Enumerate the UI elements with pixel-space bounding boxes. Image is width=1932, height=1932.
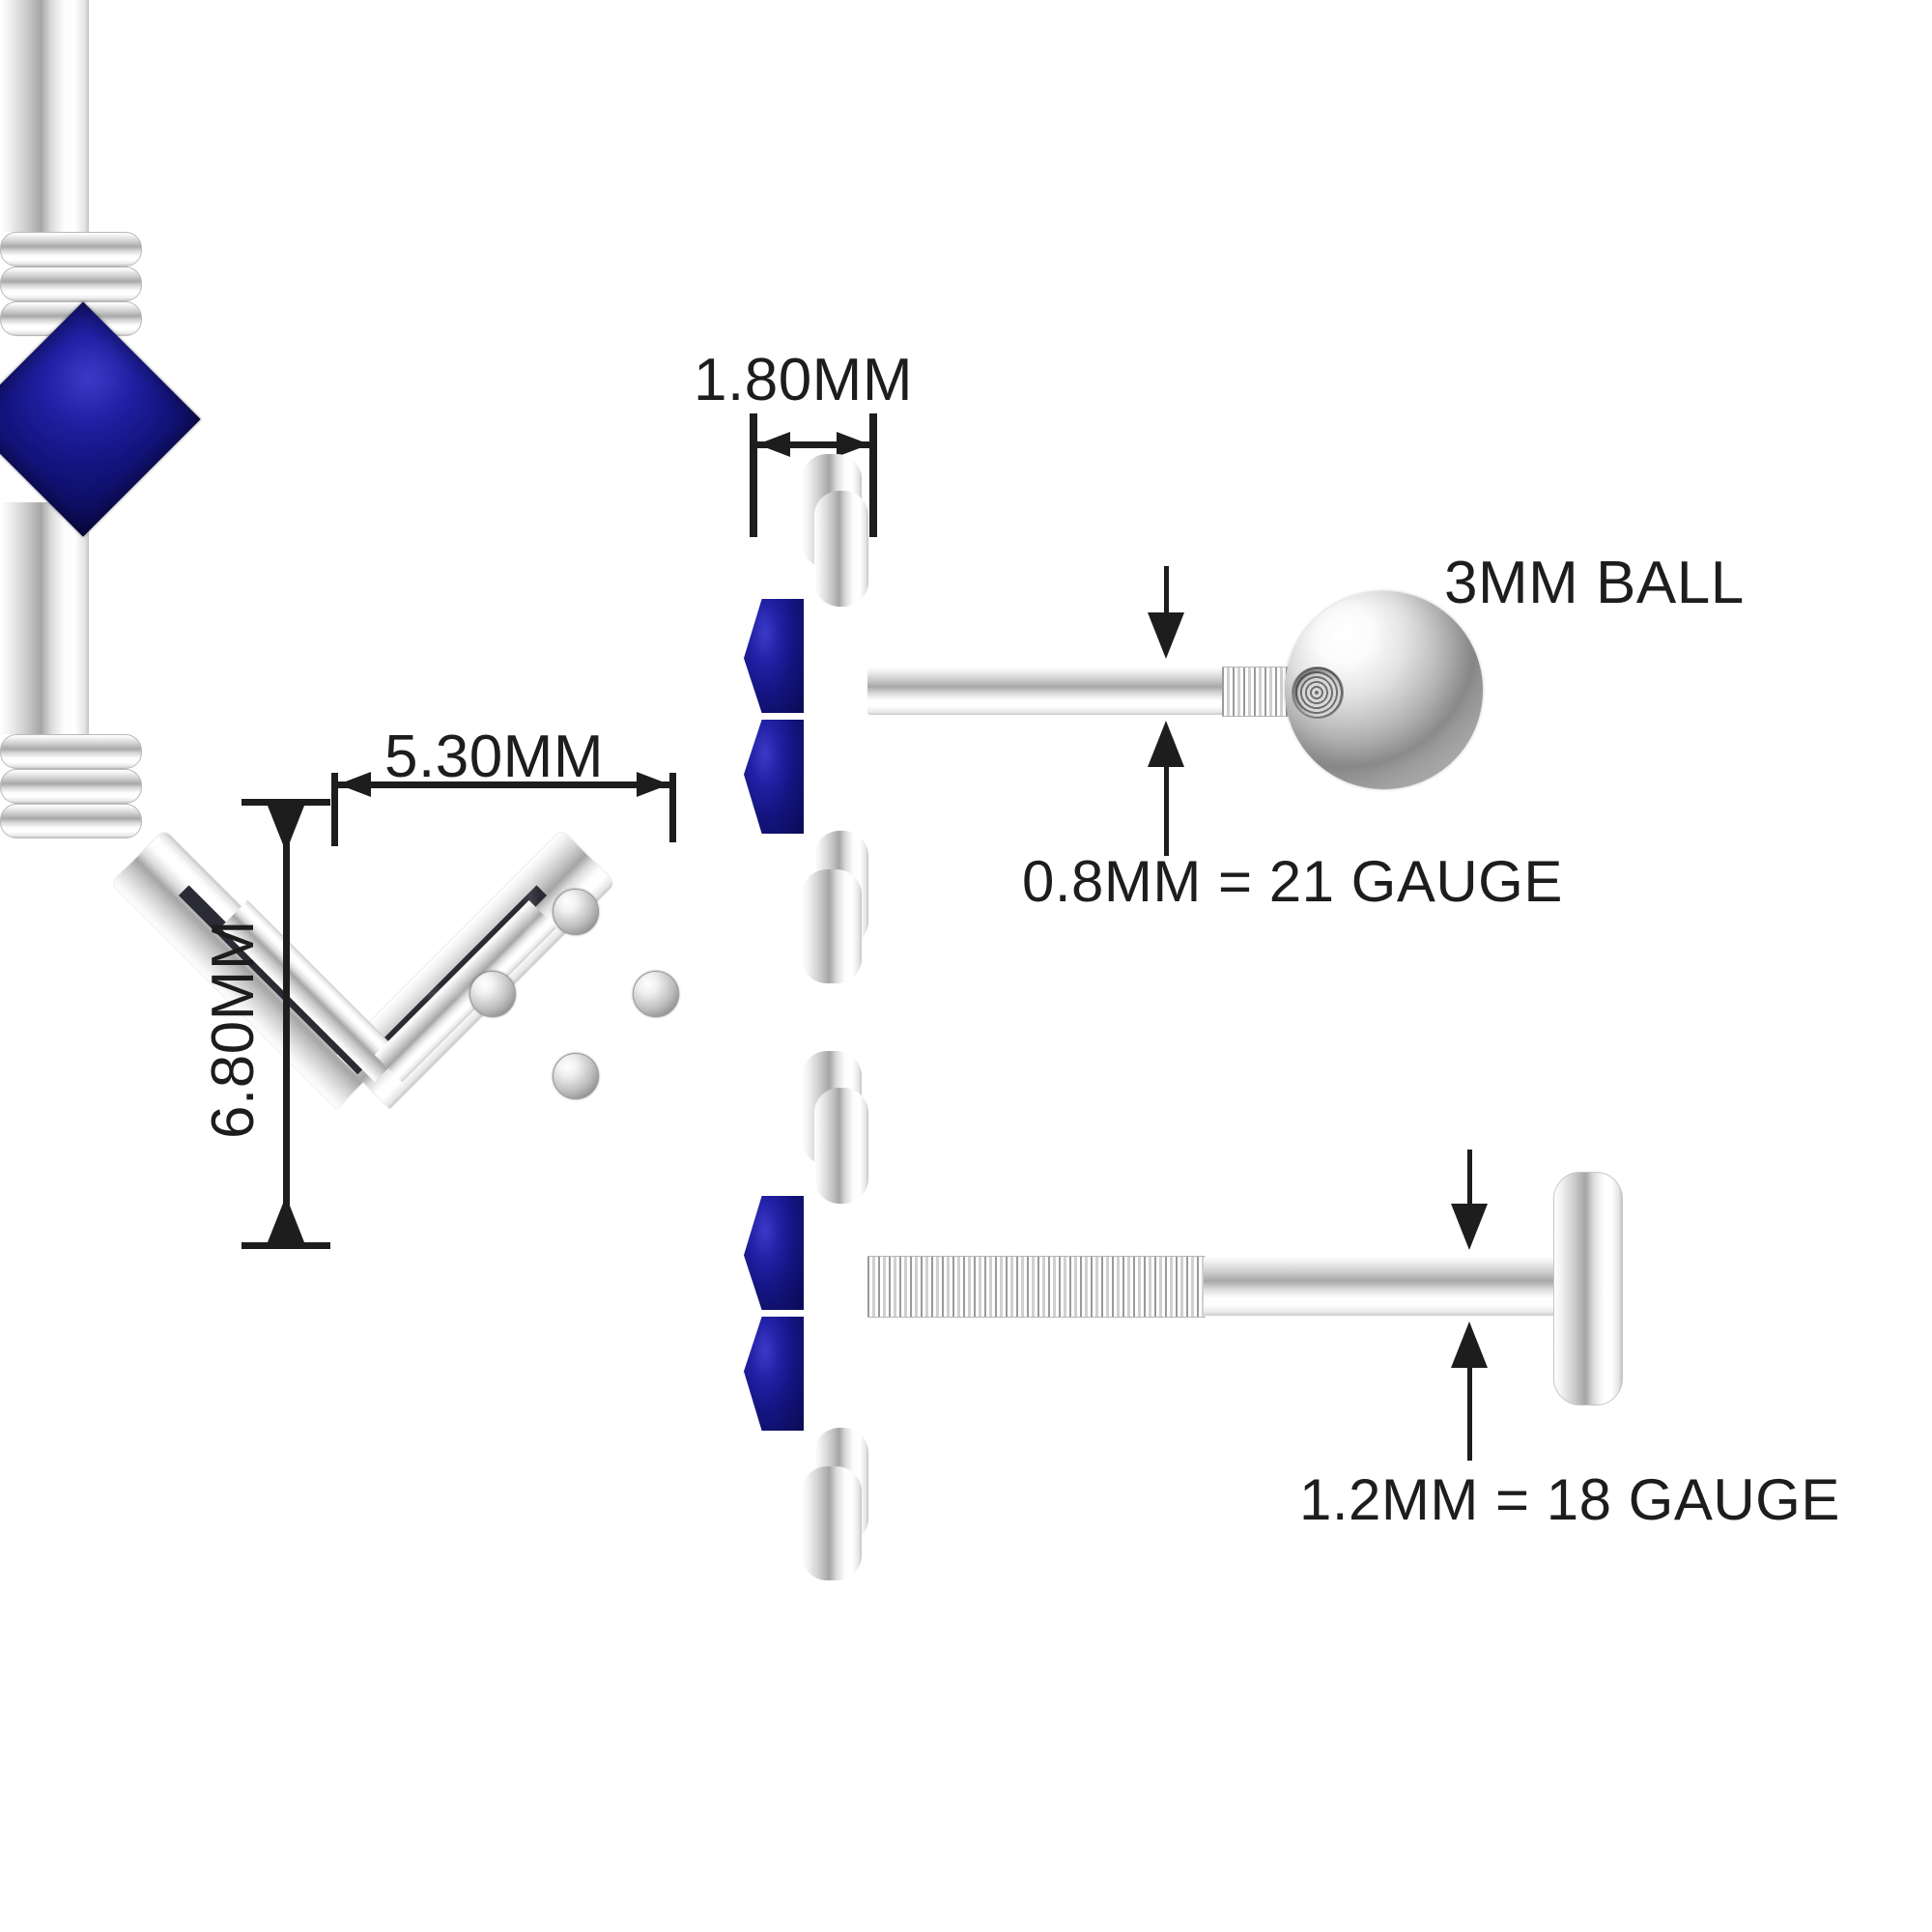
chevron-height-arrow-up-bottom	[268, 1196, 304, 1242]
dimension-label-lower-post-gauge: 1.2MM = 18 GAUGE	[1299, 1467, 1840, 1532]
chevron-arm-bottom-outer-2	[802, 1466, 862, 1580]
prong-bar-middle-2	[0, 769, 142, 804]
chevron-width-dim-line	[338, 781, 669, 788]
prong-right	[633, 971, 679, 1017]
dimension-label-chevron-width: 5.30MM	[384, 724, 604, 790]
chevron-width-ext-right	[669, 773, 676, 842]
gemstone-facet-lines	[414, 873, 650, 1109]
gauge-leader-bottom	[1164, 767, 1169, 856]
chevron-width-arrow-right	[637, 772, 669, 797]
prong-bar-top	[0, 232, 142, 267]
gauge-arrow-down	[1148, 612, 1184, 659]
chevron-height-ext-bottom	[242, 1242, 330, 1249]
callout-label-ball: 3MM BALL	[1444, 550, 1745, 616]
labret-bar-smooth	[1204, 1256, 1561, 1316]
gemstone-edge-upper-2	[744, 1196, 804, 1310]
gauge-arrow-up-2	[1451, 1321, 1488, 1368]
dimension-label-upper-post-gauge: 0.8MM = 21 GAUGE	[1022, 849, 1563, 914]
labret-bar-threading	[867, 1256, 1206, 1318]
gauge-leader-top	[1164, 566, 1169, 612]
prong-bottom	[553, 1053, 599, 1099]
chevron-arm-top-inner-2	[814, 1088, 868, 1204]
dimension-arrow-right	[837, 432, 869, 457]
prong-bar-bottom-2	[0, 804, 142, 838]
dimension-line	[757, 441, 869, 448]
side-view-flat-back	[0, 502, 1932, 1580]
dimension-label-stud-thickness: 1.80MM	[694, 347, 913, 413]
gauge-arrow-up	[1148, 721, 1184, 767]
chevron-arm-top-inner	[814, 491, 868, 607]
prong-left	[469, 971, 516, 1017]
chevron-height-arrow-down-top	[268, 806, 304, 852]
dimension-label-chevron-height: 6.80MM	[199, 920, 267, 1139]
setting-body-lower	[0, 116, 89, 232]
gemstone-edge-lower-2	[744, 1317, 804, 1431]
earring-post-upper	[867, 667, 1254, 715]
setting-body-upper	[0, 0, 89, 116]
side-view-ball-back: 3MM BALL	[0, 0, 1932, 983]
dimension-arrow-left	[757, 432, 790, 457]
prong-bar-middle	[0, 267, 142, 301]
gauge-leader-top-2	[1467, 1150, 1472, 1204]
chevron-arm-bottom-outer	[802, 869, 862, 983]
chevron-height-dim-line	[283, 806, 290, 1242]
chevron-width-arrow-left	[338, 772, 371, 797]
chevron-front-view	[0, 301, 1932, 1109]
prong-bar-top-2	[0, 734, 142, 769]
extension-line-right	[869, 413, 877, 537]
chevron-height-ext-top	[242, 799, 330, 806]
prong-top	[553, 889, 599, 935]
gauge-leader-bottom-2	[1467, 1368, 1472, 1461]
setting-body-lower-2	[0, 618, 89, 734]
extension-line-left	[750, 413, 757, 537]
flat-disc-back	[1553, 1172, 1623, 1406]
chevron-width-ext-left	[331, 773, 338, 846]
ball-threaded-socket	[1292, 667, 1344, 719]
gauge-arrow-down-2	[1451, 1204, 1488, 1250]
